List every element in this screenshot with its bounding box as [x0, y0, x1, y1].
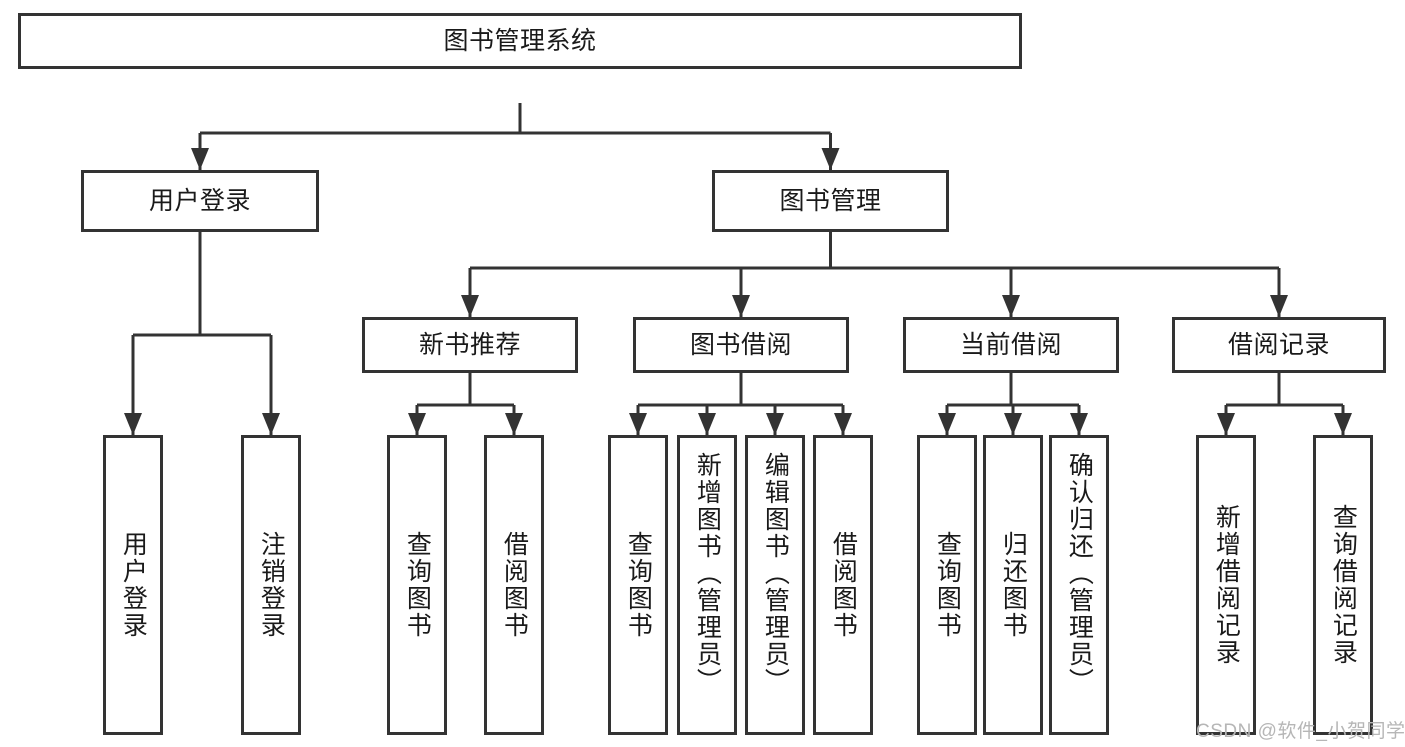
node-user-login[interactable]: 用户登录: [81, 170, 319, 232]
arrowhead: [698, 413, 716, 435]
node-label: 借阅记录: [1227, 331, 1330, 359]
arrowhead: [732, 295, 750, 317]
node-leaf-user-logout[interactable]: 注销登录: [241, 435, 301, 735]
node-leaf-edit-book[interactable]: 编辑图书（管理员）: [745, 435, 805, 735]
node-leaf-add-book[interactable]: 新增图书（管理员）: [677, 435, 737, 735]
node-label: 图书管理系统: [443, 27, 597, 55]
node-label: 查询借阅记录: [1329, 504, 1358, 666]
arrowhead: [1270, 295, 1288, 317]
node-label: 图书管理: [779, 187, 882, 215]
arrowhead: [262, 413, 280, 435]
node-label: 用户登录: [119, 531, 148, 639]
node-leaf-borrow-book-1[interactable]: 借阅图书: [484, 435, 544, 735]
node-label: 新增图书（管理员）: [693, 452, 722, 695]
node-leaf-user-login[interactable]: 用户登录: [103, 435, 163, 735]
arrowhead: [821, 148, 840, 170]
node-leaf-add-record[interactable]: 新增借阅记录: [1196, 435, 1256, 735]
node-book-borrow[interactable]: 图书借阅: [633, 317, 849, 373]
node-book-manage[interactable]: 图书管理: [712, 170, 949, 232]
node-label: 借阅图书: [829, 531, 858, 639]
node-current-borrow[interactable]: 当前借阅: [903, 317, 1119, 373]
arrowhead: [1334, 413, 1352, 435]
arrowhead: [408, 413, 426, 435]
node-label: 当前借阅: [959, 331, 1062, 359]
node-label: 查询图书: [403, 531, 432, 639]
node-label: 新书推荐: [418, 331, 521, 359]
arrowhead: [938, 413, 956, 435]
arrowhead: [191, 148, 209, 170]
arrowhead: [834, 413, 852, 435]
arrowhead: [461, 295, 479, 317]
node-label: 用户登录: [148, 187, 251, 215]
node-leaf-query-book-1[interactable]: 查询图书: [387, 435, 447, 735]
node-label: 编辑图书（管理员）: [761, 452, 790, 695]
arrowhead: [1070, 413, 1088, 435]
node-label: 确认归还（管理员）: [1065, 452, 1094, 695]
node-root[interactable]: 图书管理系统: [18, 13, 1022, 69]
arrowhead: [1004, 413, 1022, 435]
node-leaf-return-book[interactable]: 归还图书: [983, 435, 1043, 735]
node-label: 图书借阅: [689, 331, 792, 359]
arrowhead: [766, 413, 784, 435]
node-leaf-query-book-3[interactable]: 查询图书: [917, 435, 977, 735]
node-leaf-borrow-book-2[interactable]: 借阅图书: [813, 435, 873, 735]
arrowhead: [629, 413, 647, 435]
node-label: 查询图书: [933, 531, 962, 639]
node-label: 查询图书: [624, 531, 653, 639]
watermark: CSDN @软件_小贺同学: [1196, 721, 1405, 742]
node-leaf-confirm-ret[interactable]: 确认归还（管理员）: [1049, 435, 1109, 735]
arrowhead: [1217, 413, 1235, 435]
node-label: 借阅图书: [500, 531, 529, 639]
arrowhead: [1002, 295, 1020, 317]
node-label: 注销登录: [257, 531, 286, 639]
node-leaf-query-book-2[interactable]: 查询图书: [608, 435, 668, 735]
node-new-book-rec[interactable]: 新书推荐: [362, 317, 578, 373]
arrowhead: [505, 413, 523, 435]
node-leaf-query-record[interactable]: 查询借阅记录: [1313, 435, 1373, 735]
node-label: 新增借阅记录: [1212, 504, 1241, 666]
node-borrow-record[interactable]: 借阅记录: [1172, 317, 1386, 373]
node-label: 归还图书: [999, 531, 1028, 639]
arrowhead: [124, 413, 142, 435]
